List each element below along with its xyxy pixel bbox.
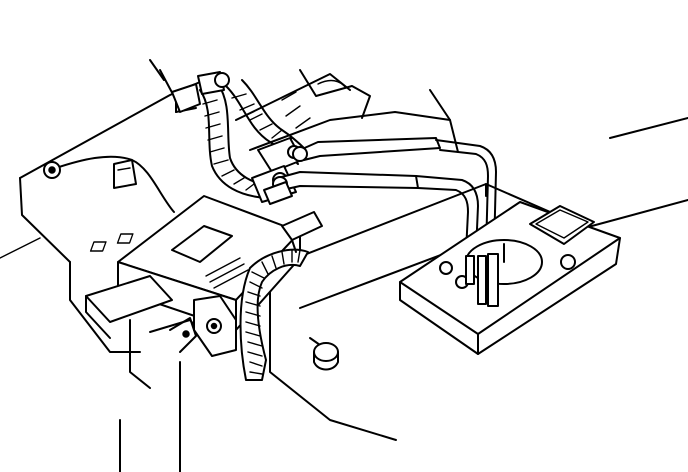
ground-wire <box>43 155 175 213</box>
mounting-bracket <box>169 295 237 357</box>
corrugated-wire-loom <box>239 248 309 381</box>
connector-clip <box>263 181 323 253</box>
fuse-relay-box <box>85 195 301 389</box>
battery-vent-cap <box>313 342 339 371</box>
test-lead-upper <box>292 137 497 253</box>
multimeter <box>399 201 621 355</box>
